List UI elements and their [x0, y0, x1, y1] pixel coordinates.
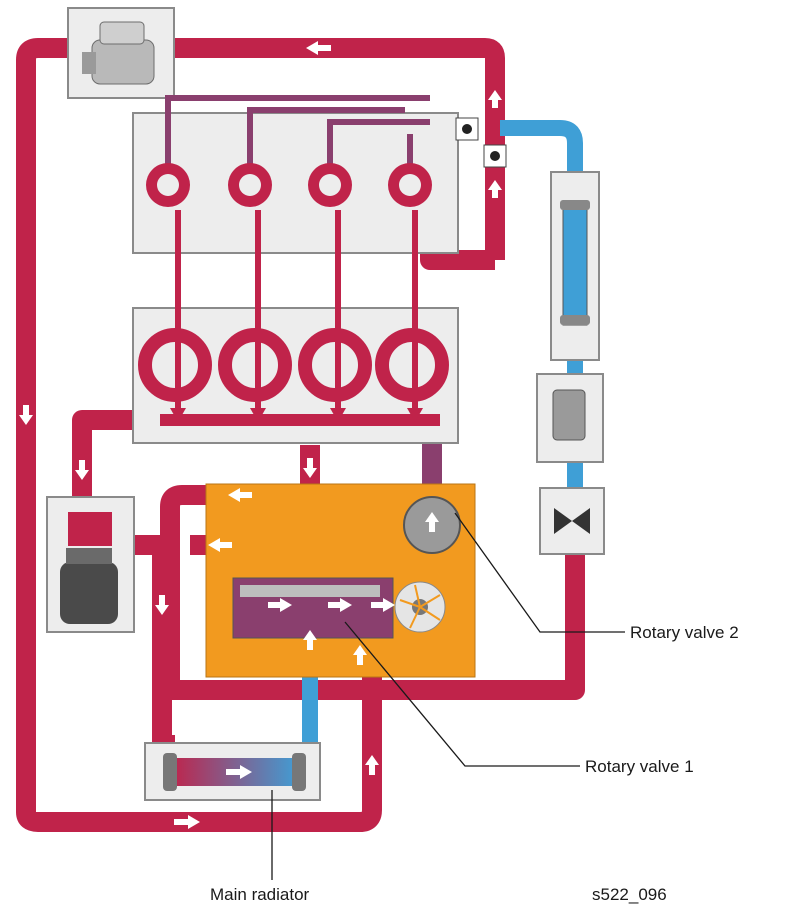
auxiliary-pump-box	[68, 8, 174, 98]
cylinder-head	[133, 98, 506, 253]
label-main-radiator: Main radiator	[210, 885, 310, 904]
pump-valve-right	[537, 374, 603, 462]
label-rotary-valve-1: Rotary valve 1	[585, 757, 694, 776]
heater-component	[47, 497, 134, 632]
figure-id: s522_096	[592, 885, 667, 904]
label-rotary-valve-2: Rotary valve 2	[630, 623, 739, 642]
cylinder-block	[133, 308, 458, 443]
valve-module	[206, 484, 475, 677]
throttle-valve	[540, 488, 604, 554]
heat-exchanger-right	[551, 172, 599, 360]
